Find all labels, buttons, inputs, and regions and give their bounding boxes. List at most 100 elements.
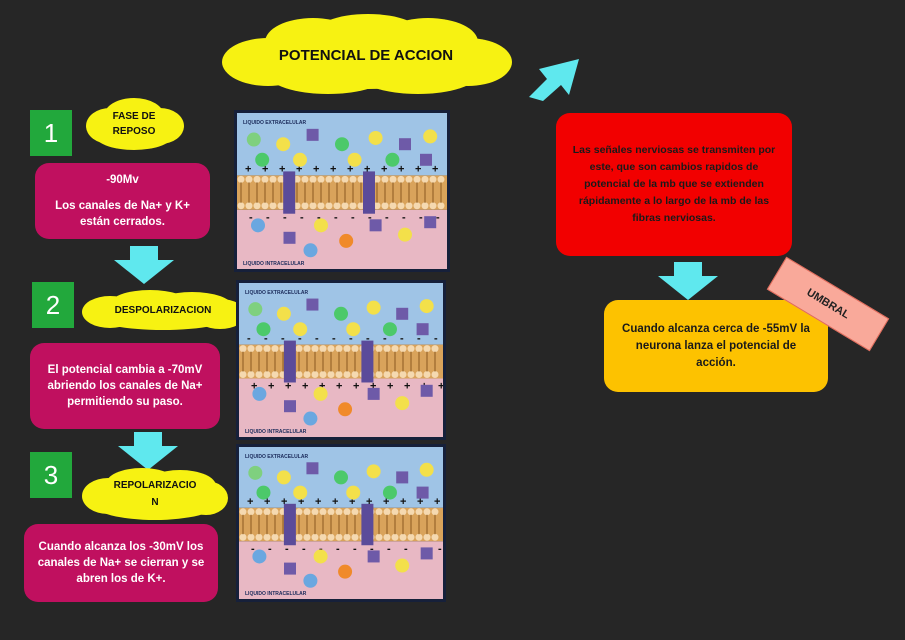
charge-sign: +	[268, 380, 274, 392]
ion-marker	[303, 243, 318, 258]
ion-marker	[367, 550, 380, 563]
lipid-head	[405, 202, 413, 210]
lipid-head	[319, 508, 327, 516]
ion-marker	[395, 558, 410, 573]
charge-sign: +	[245, 163, 251, 175]
cloud-shape	[82, 290, 246, 330]
ion-marker	[419, 299, 434, 314]
lipid-head	[295, 370, 303, 378]
lipid-head	[255, 370, 263, 378]
lipid-head	[293, 202, 301, 210]
charge-sign: +	[330, 163, 336, 175]
channel-protein	[283, 503, 296, 546]
charge-sign: +	[251, 380, 257, 392]
lipid-head	[261, 175, 269, 183]
lipid-head	[237, 175, 245, 183]
phase-2-text: El potencial cambia a -70mV abriendo los…	[47, 364, 203, 408]
extracellular-label: LIQUIDO EXTRACELULAR	[243, 120, 306, 126]
lipid-head	[309, 202, 317, 210]
ion-marker	[303, 573, 318, 588]
lipid-head	[415, 370, 423, 378]
lipid-head	[237, 202, 245, 210]
lipid-head	[351, 370, 359, 378]
extracellular-label: LIQUIDO EXTRACELULAR	[245, 290, 308, 296]
lipid-head	[397, 175, 405, 183]
lipid-head	[247, 345, 255, 353]
lipid-head	[391, 533, 399, 541]
charge-sign: +	[347, 163, 353, 175]
lipid-head	[325, 202, 333, 210]
lipid-head	[301, 175, 309, 183]
charge-sign: -	[315, 333, 319, 345]
charge-sign: +	[353, 380, 359, 392]
ion-marker	[334, 306, 348, 321]
lipid-head	[383, 508, 391, 516]
lipid-head	[431, 533, 439, 541]
ion-marker	[339, 233, 354, 248]
lipid-head	[415, 533, 423, 541]
charge-sign: +	[302, 380, 308, 392]
lipid-head	[407, 508, 415, 516]
charge-sign: -	[438, 543, 442, 555]
phase-2-number: 2	[32, 282, 74, 328]
charge-sign: +	[417, 496, 423, 508]
charge-sign: +	[313, 163, 319, 175]
charge-sign: +	[247, 496, 253, 508]
arrow-diagonal-icon	[529, 59, 579, 101]
charge-sign: +	[432, 163, 438, 175]
ion-marker	[284, 400, 296, 413]
lipid-head	[423, 345, 431, 353]
charge-sign: -	[302, 543, 306, 555]
channel-protein	[361, 340, 374, 383]
charge-sign: +	[370, 380, 376, 392]
charge-sign: -	[351, 212, 355, 224]
lipid-head	[327, 508, 335, 516]
charge-sign: -	[434, 333, 438, 345]
lipid-head	[357, 202, 365, 210]
ion-marker	[293, 152, 307, 167]
channel-protein	[363, 171, 375, 214]
charge-sign: -	[298, 333, 302, 345]
ion-marker	[276, 470, 291, 485]
charge-sign: -	[334, 212, 338, 224]
lipid-head	[255, 345, 263, 353]
charge-sign: -	[349, 333, 353, 345]
channel-protein	[283, 340, 296, 383]
charge-sign: +	[279, 163, 285, 175]
lipid-head	[327, 345, 335, 353]
phase-3-cloud: REPOLARIZACIO N	[80, 466, 230, 522]
lipid-head	[423, 533, 431, 541]
lipid-head	[317, 202, 325, 210]
umbral-tag-text: UMBRAL	[804, 286, 852, 322]
ion-marker	[252, 386, 267, 401]
charge-sign: +	[400, 496, 406, 508]
ion-marker	[368, 130, 383, 145]
charge-sign: +	[398, 163, 404, 175]
ion-marker	[303, 411, 318, 426]
charge-sign: -	[300, 212, 304, 224]
lipid-head	[397, 202, 405, 210]
charge-sign: +	[281, 496, 287, 508]
lipid-head	[399, 345, 407, 353]
ion-marker	[256, 485, 271, 500]
lipid-head	[375, 370, 383, 378]
lipid-head	[413, 202, 421, 210]
lipid-head	[261, 202, 269, 210]
ion-marker	[255, 152, 270, 167]
lipid-head	[271, 533, 279, 541]
lipid-head	[391, 345, 399, 353]
lipid-head	[319, 533, 327, 541]
ion-marker	[306, 462, 319, 475]
ion-marker	[420, 153, 432, 166]
ion-marker	[420, 547, 433, 560]
charge-sign: -	[404, 543, 408, 555]
phase-1-text: Los canales de Na+ y K+ están cerrados.	[55, 200, 190, 228]
cloud-shape	[86, 98, 184, 150]
lipid-head	[343, 345, 351, 353]
charge-sign: -	[370, 543, 374, 555]
ion-marker	[398, 227, 412, 242]
ion-marker	[369, 219, 382, 232]
